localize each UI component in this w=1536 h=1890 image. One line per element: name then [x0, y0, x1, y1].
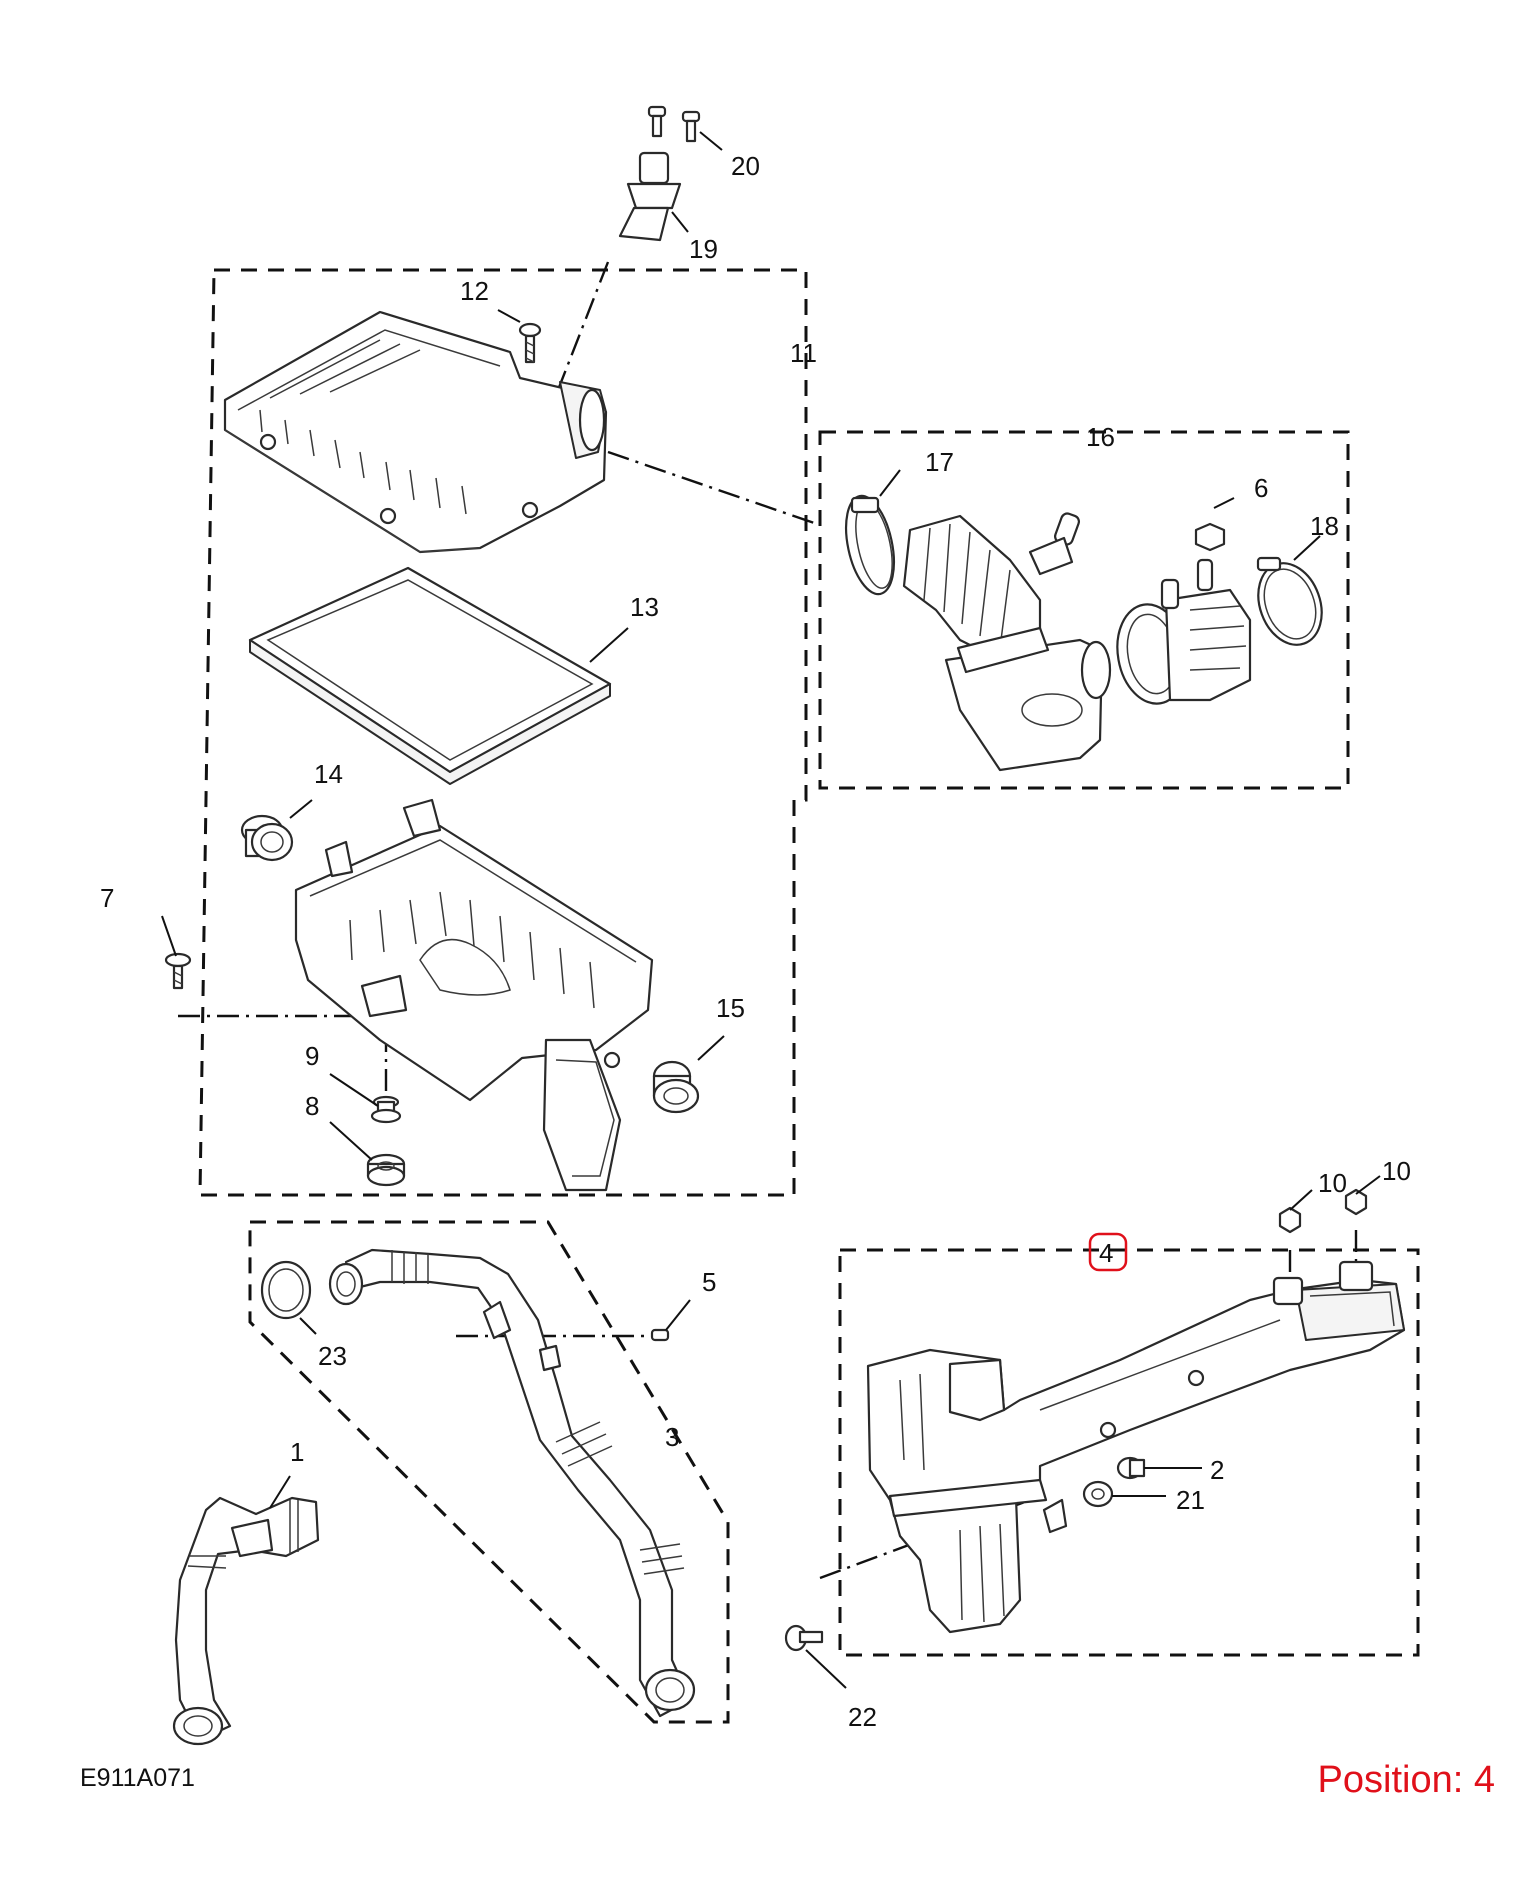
push-pin-part-2[interactable] [1116, 1456, 1146, 1480]
nut-part-10-right[interactable] [1344, 1188, 1368, 1216]
callout-10-right[interactable]: 10 [1382, 1156, 1411, 1186]
screw-part-5[interactable] [650, 1328, 670, 1342]
callout-21[interactable]: 21 [1176, 1485, 1205, 1515]
callout-16[interactable]: 16 [1086, 422, 1115, 452]
screw-part-12[interactable] [518, 322, 542, 364]
callout-22[interactable]: 22 [848, 1702, 877, 1732]
bolt-pair-part-20[interactable] [647, 105, 701, 143]
callout-15[interactable]: 15 [716, 993, 745, 1023]
callout-23[interactable]: 23 [318, 1341, 347, 1371]
breather-hose-part-3[interactable] [328, 1248, 696, 1718]
callout-10-left[interactable]: 10 [1318, 1168, 1347, 1198]
callout-3[interactable]: 3 [665, 1422, 679, 1452]
callout-19[interactable]: 19 [689, 234, 718, 264]
hose-clamp-part-17[interactable] [838, 492, 902, 599]
group-box-16 [818, 430, 1350, 790]
callout-9[interactable]: 9 [305, 1041, 319, 1071]
callout-8[interactable]: 8 [305, 1091, 319, 1121]
group-box-11 [198, 268, 808, 1197]
callout-18[interactable]: 18 [1310, 511, 1339, 541]
hose-part-1[interactable] [172, 1496, 320, 1746]
mass-airflow-sensor-part-19[interactable] [618, 151, 682, 242]
callout-20[interactable]: 20 [731, 151, 760, 181]
leader-lines [161, 131, 1381, 1689]
callout-6[interactable]: 6 [1254, 473, 1268, 503]
elbow-connector[interactable] [1028, 512, 1081, 576]
screw-part-7[interactable] [164, 952, 192, 990]
callout-4[interactable]: 4 [1099, 1238, 1113, 1268]
callout-12[interactable]: 12 [460, 276, 489, 306]
grommet-part-8[interactable] [366, 1153, 406, 1187]
filter-element-part-13[interactable] [248, 566, 612, 785]
selected-callout-highlight [1088, 1232, 1128, 1272]
callout-17[interactable]: 17 [925, 447, 954, 477]
intake-duct-bellows[interactable] [902, 514, 1112, 772]
nut-part-6[interactable] [1194, 522, 1226, 552]
callout-5[interactable]: 5 [702, 1267, 716, 1297]
grommet-part-15[interactable] [652, 1060, 700, 1114]
callout-2[interactable]: 2 [1210, 1455, 1224, 1485]
group-box-3 [248, 1220, 730, 1724]
spacer-part-9[interactable] [370, 1095, 402, 1124]
callout-7[interactable]: 7 [100, 883, 114, 913]
callout-labels: 20 19 12 11 16 17 6 18 13 14 7 15 9 8 10… [100, 151, 1411, 1732]
nut-part-10-left[interactable] [1278, 1206, 1302, 1234]
nut-part-21[interactable] [1082, 1480, 1114, 1508]
callout-1[interactable]: 1 [290, 1437, 304, 1467]
clamp-ring-part-23[interactable] [260, 1260, 312, 1320]
callout-13[interactable]: 13 [630, 592, 659, 622]
group-box-4 [838, 1248, 1420, 1657]
callout-14[interactable]: 14 [314, 759, 343, 789]
diagram-code: E911A071 [80, 1764, 195, 1792]
screw-part-22[interactable] [784, 1624, 824, 1652]
position-label: Position: 4 [1318, 1759, 1495, 1801]
throttle-adapter-part-18-area[interactable] [1110, 558, 1252, 709]
air-cleaner-cover[interactable] [223, 310, 608, 554]
air-intake-duct-part-4[interactable] [866, 1260, 1406, 1634]
air-cleaner-lower-housing[interactable] [294, 798, 654, 1192]
grommet-part-14[interactable] [240, 814, 294, 862]
hose-clamp-part-18[interactable] [1247, 554, 1332, 653]
callout-11[interactable]: 11 [790, 338, 817, 368]
